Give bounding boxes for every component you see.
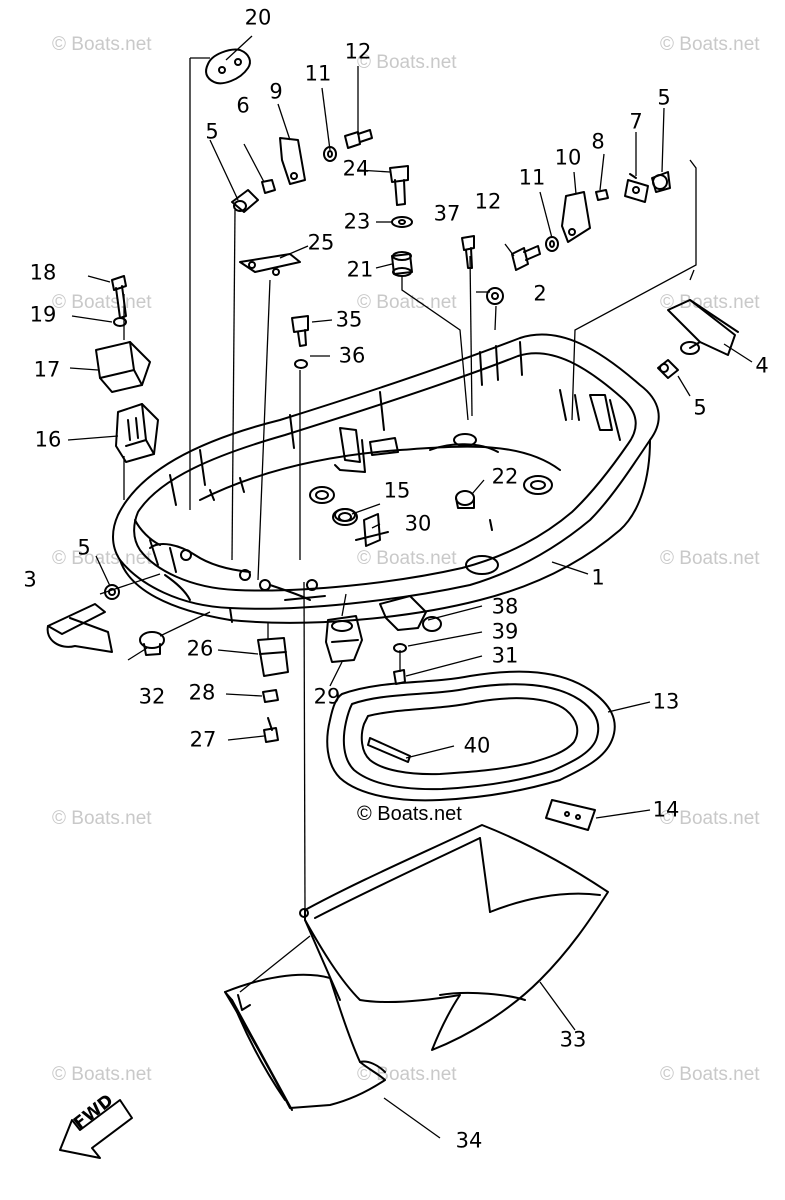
part-17-bracket	[95, 341, 151, 393]
part-label: 8	[591, 129, 605, 154]
part-label: 23	[343, 209, 371, 234]
part-label: 29	[313, 684, 341, 709]
part-16-block	[115, 403, 159, 463]
part-label: 14	[652, 797, 680, 822]
part-label: 39	[491, 619, 519, 644]
part-10-bracket	[561, 191, 591, 243]
part-label: 28	[188, 680, 216, 705]
part-38-bracket	[379, 595, 442, 632]
part-label: 6	[236, 93, 250, 118]
part-label: 13	[652, 689, 680, 714]
part-label: 21	[346, 257, 374, 282]
part-26-bracket	[257, 637, 289, 677]
part-8-screw	[595, 189, 609, 201]
part-label: 4	[755, 353, 769, 378]
part-35-bolt	[291, 315, 309, 347]
part-15-grommet	[334, 508, 356, 522]
part-label: 16	[34, 427, 62, 452]
part-36-washer	[294, 359, 308, 369]
part-label: 33	[559, 1027, 587, 1052]
part-12-bolt	[344, 129, 541, 271]
part-label: 34	[455, 1128, 483, 1153]
part-2-grommet	[486, 287, 504, 305]
part-34-lower-cover	[224, 973, 386, 1111]
part-label: 20	[244, 5, 272, 30]
part-label: 17	[33, 357, 61, 382]
part-label: 9	[269, 79, 283, 104]
part-label: 10	[554, 145, 582, 170]
part-25-plate	[239, 253, 301, 276]
part-label: 22	[491, 464, 519, 489]
part-label: 35	[335, 307, 363, 332]
part-20-plate	[205, 48, 251, 85]
part-9-bracket	[279, 137, 306, 185]
part-label: 11	[518, 165, 546, 190]
part-label: 12	[344, 39, 372, 64]
part-7-plate	[624, 173, 649, 203]
forward-arrow-icon	[59, 1099, 133, 1159]
part-label: 15	[383, 478, 411, 503]
copyright-notice: © Boats.net	[357, 803, 462, 825]
part-3-lever	[46, 603, 113, 653]
part-14-clip	[545, 799, 596, 831]
part-33-lower-cover	[299, 824, 609, 1051]
part-label: 19	[29, 302, 57, 327]
part-13-seal	[326, 670, 616, 802]
part-5-bush	[104, 171, 679, 600]
part-label: 27	[189, 727, 217, 752]
part-label: 5	[657, 85, 671, 110]
part-6-nut	[261, 179, 276, 194]
part-label: 11	[304, 61, 332, 86]
part-19-washer	[113, 317, 127, 327]
part-label: 2	[533, 281, 547, 306]
part-label: 30	[404, 511, 432, 536]
part-21-grommet	[391, 251, 413, 277]
part-label: 40	[463, 733, 491, 758]
part-label: 26	[186, 636, 214, 661]
part-37-bolt	[461, 235, 475, 269]
part-label: 38	[491, 594, 519, 619]
part-28-nut	[262, 689, 279, 703]
part-31-screw	[393, 669, 406, 685]
part-23-washer	[391, 216, 413, 228]
part-label: 7	[629, 109, 643, 134]
part-4-lever	[667, 299, 739, 356]
part-label: 12	[474, 189, 502, 214]
part-label: 24	[342, 156, 370, 181]
part-29-grommet	[325, 615, 363, 663]
part-label: 5	[693, 395, 707, 420]
part-30-hose-clip	[355, 513, 389, 547]
part-label: 3	[23, 567, 37, 592]
part-27-screw	[263, 717, 279, 743]
part-label: 1	[591, 565, 605, 590]
part-label: 37	[433, 201, 461, 226]
part-label: 25	[307, 230, 335, 255]
part-label: 5	[205, 119, 219, 144]
part-label: 31	[491, 643, 519, 668]
part-label: 36	[338, 343, 366, 368]
bottom-cowling	[112, 333, 660, 624]
part-label: 32	[138, 684, 166, 709]
part-label: 5	[77, 535, 91, 560]
part-label: 18	[29, 260, 57, 285]
part-24-bolt	[389, 165, 409, 206]
